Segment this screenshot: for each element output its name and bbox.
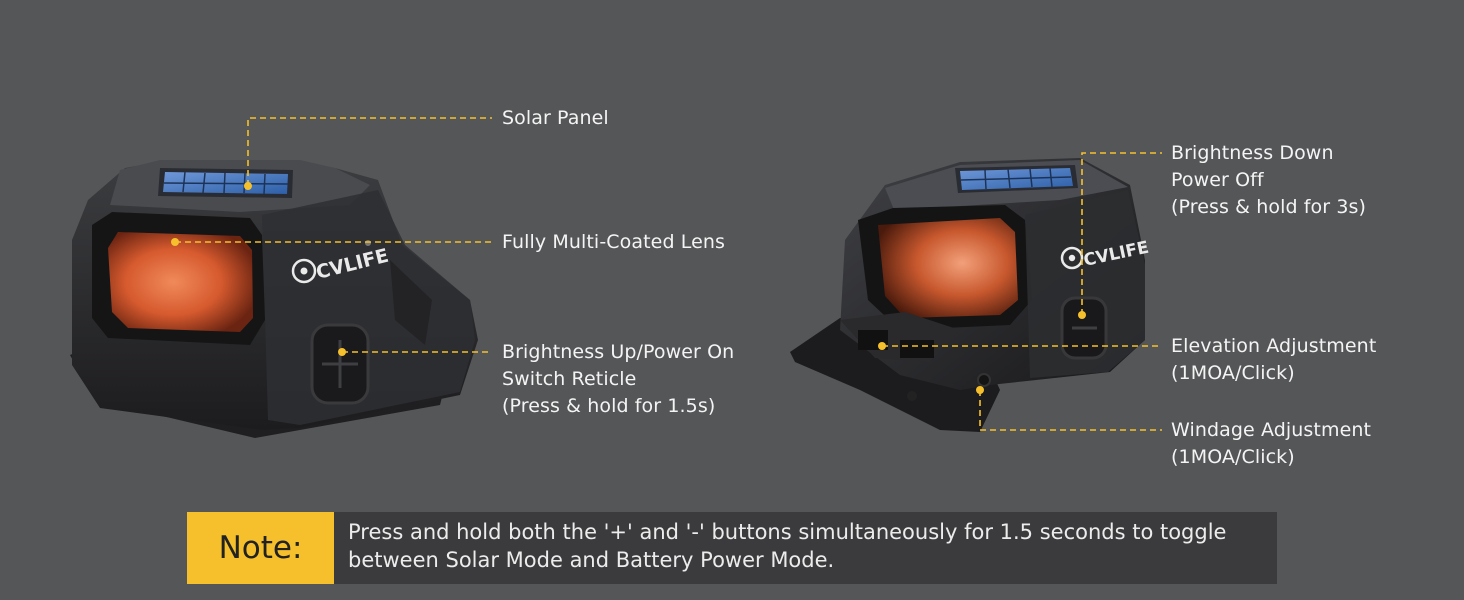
callout-brightness-up-line3: (Press & hold for 1.5s) (502, 395, 716, 417)
solar-panel-icon (158, 168, 293, 198)
callout-brightness-up: Brightness Up/Power On Switch Reticle (P… (502, 339, 734, 420)
right-sight-lens (878, 218, 1018, 318)
right-sight: CVLIFE (790, 158, 1151, 432)
windage-screw-icon[interactable] (977, 373, 991, 387)
callout-solar-panel-text: Solar Panel (502, 107, 609, 129)
left-sight: CVLIFE (70, 160, 478, 438)
brightness-down-button[interactable] (1060, 296, 1108, 360)
note-banner: Note: Press and hold both the '+' and '-… (187, 512, 1277, 584)
callout-brightness-up-line2: Switch Reticle (502, 368, 637, 390)
callout-windage-line2: (1MOA/Click) (1171, 446, 1295, 468)
note-text-line2: between Solar Mode and Battery Power Mod… (348, 548, 835, 572)
callout-windage: Windage Adjustment (1MOA/Click) (1171, 417, 1371, 471)
callout-brightness-up-line1: Brightness Up/Power On (502, 341, 735, 363)
callout-brightness-down-line3: (Press & hold for 3s) (1171, 196, 1367, 218)
left-sight-rib (390, 260, 432, 345)
left-brightness-up-button[interactable] (310, 323, 370, 405)
callout-windage-line1: Windage Adjustment (1171, 419, 1372, 441)
callout-lens: Fully Multi-Coated Lens (502, 229, 725, 256)
callout-solar-panel: Solar Panel (502, 105, 609, 132)
leader-brightness-down (1081, 152, 1162, 315)
callout-brightness-down-line1: Brightness Down (1171, 142, 1334, 164)
leader-windage (979, 390, 1162, 431)
leader-solar-panel (247, 117, 492, 186)
right-solar-panel-icon (955, 165, 1078, 193)
callout-elevation: Elevation Adjustment (1MOA/Click) (1171, 333, 1376, 387)
note-text-line1: Press and hold both the '+' and '-' butt… (348, 520, 1227, 544)
left-sight-screw (365, 240, 371, 246)
callout-lens-text: Fully Multi-Coated Lens (502, 231, 726, 253)
note-tag: Note: (187, 512, 334, 584)
right-sight-cutout (900, 340, 934, 358)
right-sight-side (1025, 190, 1145, 378)
leader-lines (175, 117, 1162, 431)
left-sight-lens (108, 232, 253, 332)
callout-elevation-line2: (1MOA/Click) (1171, 362, 1295, 384)
callout-brightness-down-line2: Power Off (1171, 169, 1264, 191)
leader-dots (171, 182, 1086, 394)
note-text: Press and hold both the '+' and '-' butt… (348, 518, 1268, 574)
elevation-screw-icon[interactable] (907, 391, 917, 401)
callout-elevation-line1: Elevation Adjustment (1171, 335, 1377, 357)
callout-brightness-down: Brightness Down Power Off (Press & hold … (1171, 140, 1366, 221)
